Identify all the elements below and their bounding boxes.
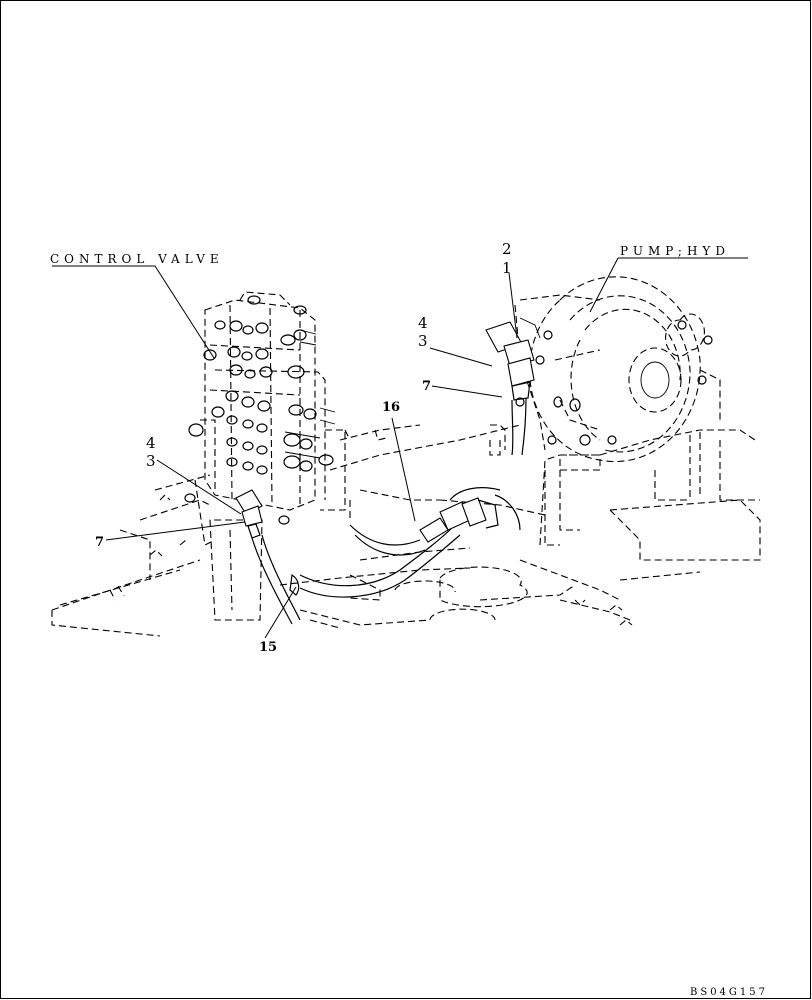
return-hose [299,487,521,598]
callout-2-pump: 2 [502,240,512,258]
pump-outlet-fitting [485,317,545,456]
callout-15: 15 [259,640,277,655]
callout-7-pump: 7 [422,379,431,394]
callout-4-valve: 4 [146,434,156,452]
control-valve-label: CONTROL VALVE [50,252,224,266]
valve-hose-fitting [235,489,290,539]
hydraulic-pump [514,276,721,463]
callout-3-pump: 3 [418,332,428,350]
callout-7-valve: 7 [95,535,104,550]
drawing-code: BS04G157 [690,987,768,998]
control-valve [184,291,346,511]
callout-1-pump: 1 [502,259,512,277]
suction-hose [251,534,301,625]
leader-lines [52,257,748,639]
callout-4-pump: 4 [418,314,428,332]
callout-3-valve: 3 [146,452,156,470]
callout-16: 16 [382,400,400,415]
pump-label: PUMP;HYD [620,244,730,258]
machine-frame-outline [51,424,761,637]
valve-ports [184,295,336,503]
